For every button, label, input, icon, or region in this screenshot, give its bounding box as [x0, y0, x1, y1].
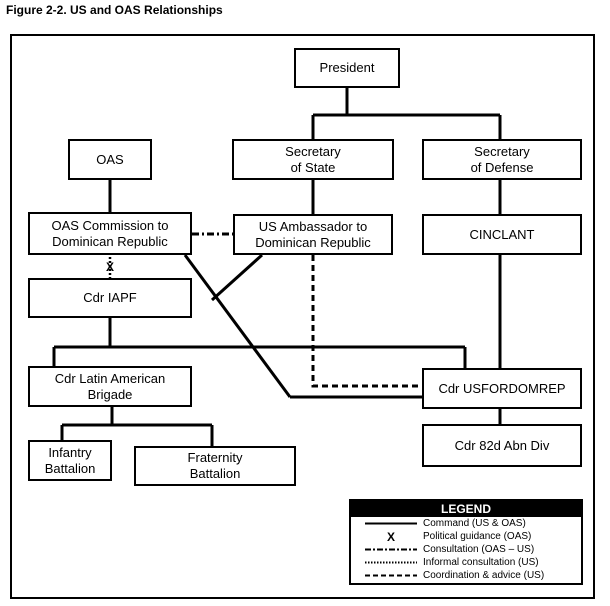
informal-line-swatch: [365, 561, 417, 564]
legend-row-command: Command (US & OAS): [351, 517, 581, 530]
infantry-battalion-box: Infantry Battalion: [28, 440, 112, 481]
legend-row-consultation: Consultation (OAS – US): [351, 543, 581, 556]
command-line-ambassador-diagonal: [210, 253, 264, 302]
legend-row-political: X Political guidance (OAS): [351, 530, 581, 543]
consultation-line-swatch: [365, 548, 417, 551]
fraternity-battalion-box: Fraternity Battalion: [134, 446, 296, 486]
legend-label: Command (US & OAS): [423, 518, 526, 529]
legend-row-coordination: Coordination & advice (US): [351, 569, 581, 582]
political-x-marker: X: [106, 260, 114, 274]
oas-commission-box: OAS Commission to Dominican Republic: [28, 212, 192, 255]
political-x-swatch: X: [387, 531, 395, 542]
cdr-iapf-box: Cdr IAPF: [28, 278, 192, 318]
diagram-frame: [10, 34, 595, 599]
cdr-82d-abn-div-box: Cdr 82d Abn Div: [422, 424, 582, 467]
secretary-of-state-box: Secretary of State: [232, 139, 394, 180]
coordination-line: [311, 255, 422, 388]
legend-label: Informal consultation (US): [423, 557, 539, 568]
president-box: President: [294, 48, 400, 88]
cdr-latin-american-brigade-box: Cdr Latin American Brigade: [28, 366, 192, 407]
command-line-commission-usfordomrep: [183, 254, 292, 398]
secretary-of-defense-box: Secretary of Defense: [422, 139, 582, 180]
legend-row-informal: Informal consultation (US): [351, 556, 581, 569]
figure-title: Figure 2-2. US and OAS Relationships: [6, 3, 223, 17]
legend-label: Political guidance (OAS): [423, 531, 532, 542]
legend-label: Coordination & advice (US): [423, 570, 545, 581]
cinclant-box: CINCLANT: [422, 214, 582, 255]
coordination-line-swatch: [365, 574, 417, 577]
cdr-usfordomrep-box: Cdr USFORDOMREP: [422, 368, 582, 409]
command-line-swatch: [365, 522, 417, 525]
legend: LEGEND Command (US & OAS) X Political gu…: [349, 499, 583, 585]
svg-text:X: X: [387, 531, 395, 542]
us-ambassador-box: US Ambassador to Dominican Republic: [233, 214, 393, 255]
oas-box: OAS: [68, 139, 152, 180]
legend-title: LEGEND: [351, 501, 581, 517]
legend-label: Consultation (OAS – US): [423, 544, 535, 555]
